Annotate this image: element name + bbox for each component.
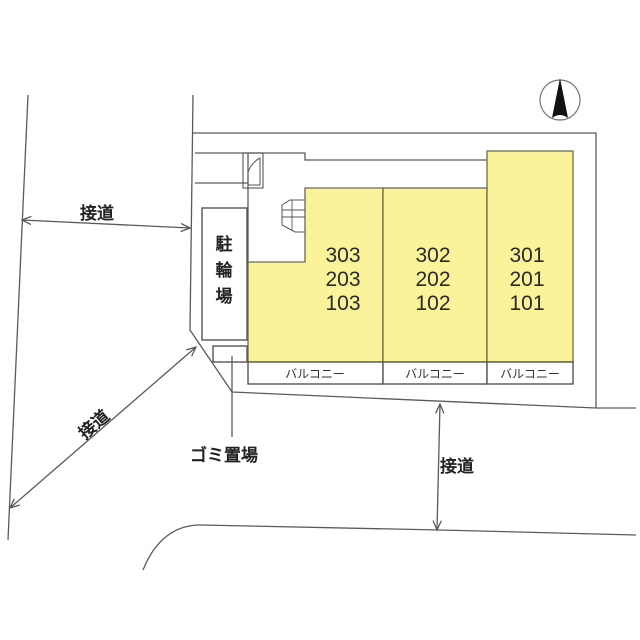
road-label-top: 接道 — [80, 203, 114, 224]
site-boundary-upper — [193, 132, 597, 408]
unit-block-301 — [486, 150, 574, 363]
road-width-arrow-diagonal — [10, 347, 196, 508]
room-103: 103 — [325, 292, 360, 315]
parking-char-3: 場 — [216, 287, 233, 307]
balcony-label-1: バルコニー — [285, 367, 345, 381]
balcony-301 — [486, 361, 574, 385]
door-icon — [242, 152, 264, 189]
room-301: 301 — [509, 244, 544, 267]
room-102: 102 — [415, 292, 450, 315]
road-width-arrow-bottom — [437, 404, 440, 530]
room-101: 101 — [509, 292, 544, 315]
unit-block-303 — [247, 187, 384, 363]
room-303: 303 — [325, 244, 360, 267]
road-edge-left — [7, 94, 29, 541]
road-edge-bottom — [142, 524, 637, 571]
north-arrow-icon — [539, 78, 581, 121]
road-label-bottom: 接道 — [440, 456, 474, 477]
road-label-diagonal: 接道 — [75, 406, 114, 444]
room-203: 203 — [325, 268, 360, 291]
garbage-label: ゴミ置場 — [190, 445, 258, 466]
stairs-icon — [281, 199, 306, 233]
road-width-arrow-top — [22, 220, 190, 228]
room-201: 201 — [509, 268, 544, 291]
bicycle-parking — [201, 207, 248, 341]
unit-block-302 — [382, 187, 488, 363]
room-302: 302 — [415, 244, 450, 267]
balcony-label-2: バルコニー — [405, 367, 465, 381]
balcony-label-3: バルコニー — [500, 367, 560, 381]
room-202: 202 — [415, 268, 450, 291]
building-top-edge — [195, 152, 488, 161]
parking-char-2: 輪 — [216, 260, 234, 281]
parking-char-1: 駐 — [216, 234, 233, 255]
garbage-area-box — [212, 345, 248, 363]
